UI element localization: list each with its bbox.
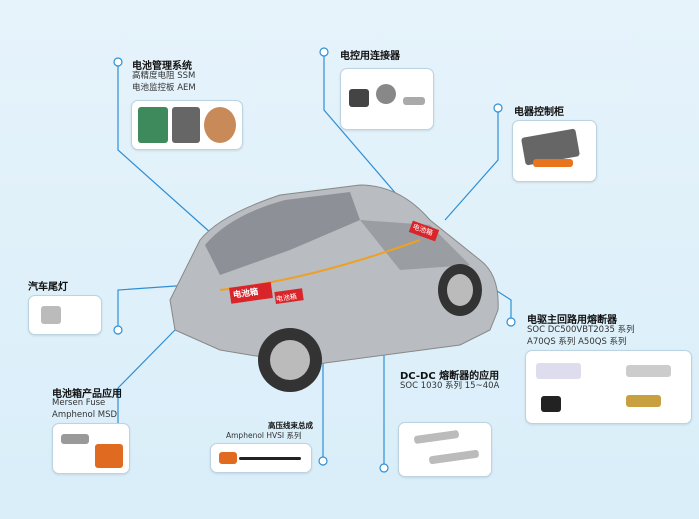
taillight-product-image (28, 295, 102, 335)
cabinet-product-image (512, 120, 597, 182)
drive-fuse-line: SOC DC500VBT2035 系列 (527, 325, 635, 335)
bms-line: 电池监控板 AEM (132, 83, 196, 93)
bms-product-image (131, 100, 243, 150)
harness-title: 高压线束总成 (268, 421, 313, 430)
taillight-title: 汽车尾灯 (28, 282, 68, 293)
connector-product-image (340, 68, 434, 130)
bms-line: 高精度电阻 SSM (132, 71, 196, 81)
car-illustration (169, 184, 499, 392)
bms-title: 电池管理系统 (132, 61, 192, 72)
battery-box-product-image (52, 423, 130, 474)
drive-fuse-product-image (525, 350, 692, 424)
connector-title: 电控用连接器 (340, 51, 400, 62)
cabinet-title: 电器控制柜 (514, 107, 564, 118)
dcdc-title: DC-DC 熔断器的应用 (400, 371, 500, 382)
battery-box-title: 电池箱产品应用 (52, 389, 122, 400)
drive-fuse-title: 电驱主回路用熔断器 (527, 315, 617, 326)
dcdc-product-image (398, 422, 492, 477)
dcdc-line: SOC 1030 系列 15~40A (400, 381, 500, 391)
harness-product-image (210, 443, 312, 473)
harness-line: Amphenol HVSI 系列 (226, 431, 302, 440)
drive-fuse-line: A70QS 系列 A50QS 系列 (527, 337, 627, 347)
battery-box-line: Mersen Fuse (52, 398, 106, 408)
battery-box-line: Amphenol MSD (52, 410, 118, 420)
